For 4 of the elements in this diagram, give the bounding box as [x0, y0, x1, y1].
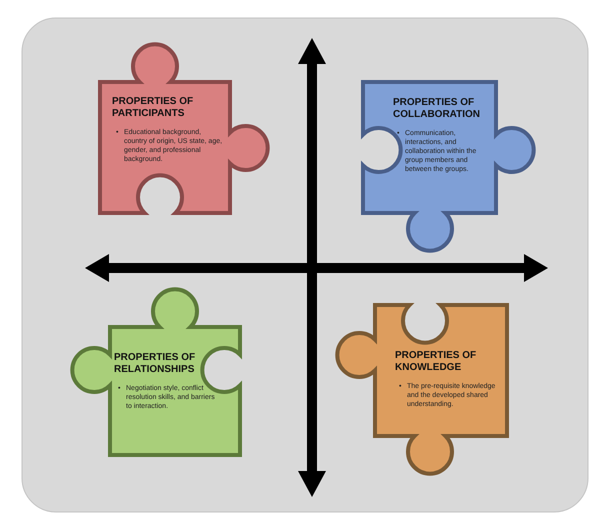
piece-heading: PROPERTIES OF PARTICIPANTS	[112, 96, 194, 120]
piece-heading: PROPERTIES OF RELATIONSHIPS	[114, 352, 196, 376]
piece-heading: PROPERTIES OF KNOWLEDGE	[395, 350, 478, 374]
piece-heading: PROPERTIES OF COLLABORATION	[393, 97, 482, 121]
